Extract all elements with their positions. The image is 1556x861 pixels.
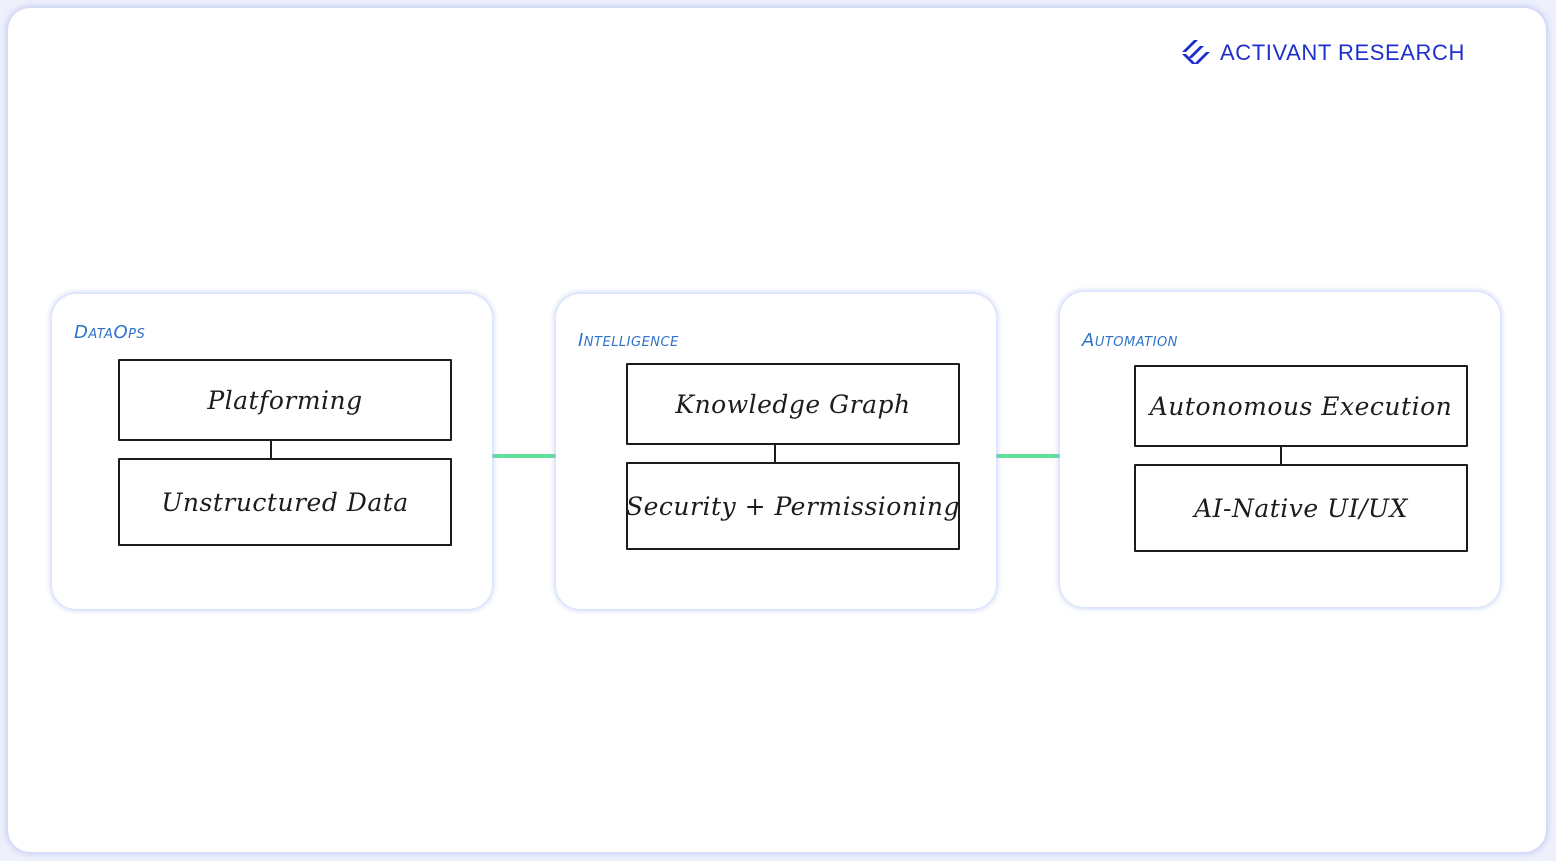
connector-intelligence-automation bbox=[996, 454, 1060, 458]
box-label: Knowledge Graph bbox=[675, 389, 911, 419]
box-knowledge-graph: Knowledge Graph bbox=[626, 363, 960, 445]
box-autonomous-execution: Autonomous Execution bbox=[1134, 365, 1468, 447]
box-link bbox=[774, 445, 776, 462]
brand-suffix: RESEARCH bbox=[1337, 40, 1466, 65]
brand-name: ACTIVANT bbox=[1220, 40, 1332, 65]
card-title: Intelligence bbox=[578, 330, 679, 351]
box-label: Autonomous Execution bbox=[1149, 391, 1453, 421]
chevron-stripes-icon bbox=[1182, 40, 1210, 64]
box-label: Security + Permissioning bbox=[625, 491, 961, 521]
box-link bbox=[270, 441, 272, 458]
box-unstructured-data: Unstructured Data bbox=[118, 458, 452, 546]
card-dataops: DataOps Platforming Unstructured Data bbox=[52, 294, 492, 609]
box-platforming: Platforming bbox=[118, 359, 452, 441]
card-title: Automation bbox=[1082, 330, 1178, 351]
box-label: Unstructured Data bbox=[161, 487, 409, 517]
box-ai-native-ui-ux: AI-Native UI/UX bbox=[1134, 464, 1468, 552]
card-intelligence: Intelligence Knowledge Graph Security + … bbox=[556, 294, 996, 609]
box-link bbox=[1280, 447, 1282, 464]
box-label: AI-Native UI/UX bbox=[1194, 493, 1408, 523]
connector-dataops-intelligence bbox=[492, 454, 556, 458]
box-label: Platforming bbox=[207, 385, 363, 415]
card-automation: Automation Autonomous Execution AI-Nativ… bbox=[1060, 292, 1500, 607]
box-security-permissioning: Security + Permissioning bbox=[626, 462, 960, 550]
card-title: DataOps bbox=[74, 322, 146, 343]
